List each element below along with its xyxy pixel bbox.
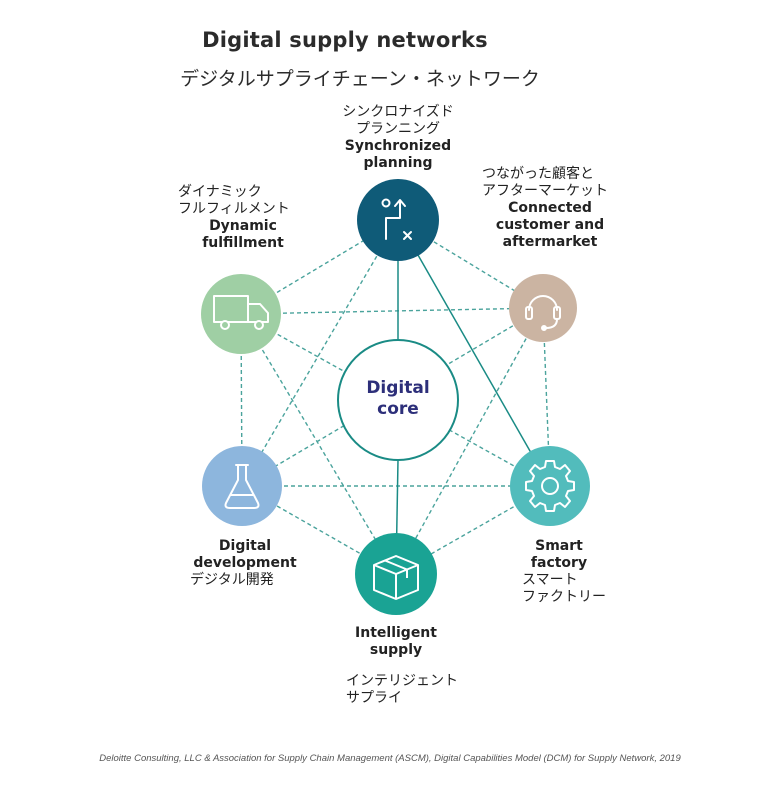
node-synchronized-planning (357, 179, 439, 261)
connector-fulfillment-customer (240, 307, 544, 315)
factory-circle (510, 446, 590, 526)
diagram-title: Digital supply networks (202, 28, 488, 52)
digital-core-circle (337, 339, 459, 461)
digital-core-label: Digital core (366, 378, 430, 419)
planning-route-icon (381, 198, 412, 240)
gear-icon (525, 460, 575, 512)
flask-icon (224, 464, 260, 509)
node-smart-factory (510, 446, 590, 526)
source-citation: Deloitte Consulting, LLC & Association f… (99, 753, 681, 764)
package-box-icon (373, 555, 419, 600)
connector-planning-development (241, 219, 399, 487)
node-digital-development (202, 446, 282, 526)
label-intelligent-supply: Intelligent supply インテリジェント サプライ (346, 625, 458, 706)
fulfillment-circle (201, 274, 281, 354)
planning-circle (357, 179, 439, 261)
connector-fulfillment-supply (240, 313, 397, 575)
label-synchronized-planning: シンクロナイズド プランニング Synchronized planning (342, 104, 454, 171)
label-digital-development: Digital development デジタル開発 (190, 538, 297, 588)
delivery-truck-icon (213, 295, 269, 330)
label-connected-customer: つながった顧客と アフターマーケット Connected customer an… (482, 166, 608, 250)
customer-circle (509, 274, 577, 342)
connector-customer-supply (395, 307, 544, 575)
label-dynamic-fulfillment: ダイナミック フルフィルメント Dynamic fulfillment (178, 184, 290, 251)
node-dynamic-fulfillment (201, 274, 281, 354)
node-connected-customer (509, 274, 577, 342)
development-circle (202, 446, 282, 526)
node-intelligent-supply (355, 533, 437, 615)
diagram-subtitle: デジタルサプライチェーン・ネットワーク (180, 68, 540, 90)
label-smart-factory: Smart factory スマート ファクトリー (522, 538, 606, 605)
connector-customer-development (241, 307, 544, 487)
headset-icon (525, 295, 561, 331)
connector-planning-factory (397, 219, 551, 487)
